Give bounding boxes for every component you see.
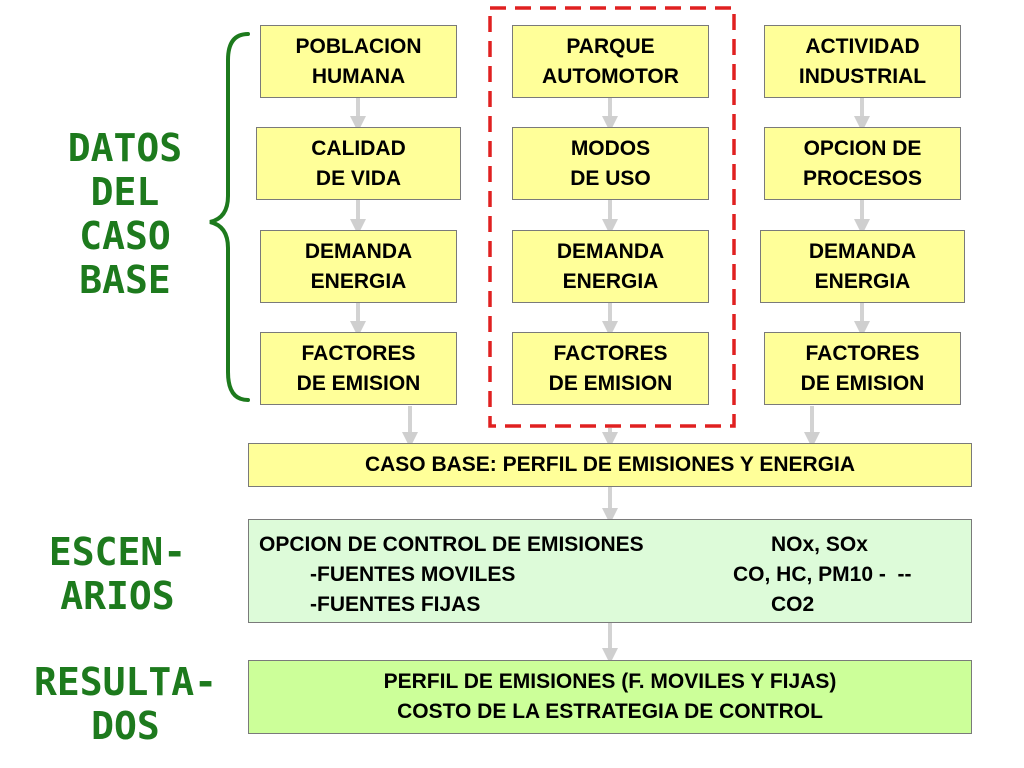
- control-pollutants-1: NOx, SOx: [771, 533, 868, 556]
- label-escenarios: ESCEN- ARIOS: [48, 530, 187, 618]
- control-pollutants-3: CO2: [771, 593, 815, 616]
- highlight-frame: [488, 6, 736, 428]
- label-resultados: RESULTA- DOS: [33, 660, 218, 748]
- label-datos-caso-base: DATOS DEL CASO BASE: [67, 126, 183, 302]
- control-pollutants-2: CO, HC, PM10 - --: [733, 563, 912, 586]
- box-resultado: PERFIL DE EMISIONES (F. MOVILES Y FIJAS)…: [248, 660, 972, 734]
- control-item-moviles: -FUENTES MOVILES: [310, 563, 516, 586]
- control-item-fijas: -FUENTES FIJAS: [310, 593, 481, 616]
- box-opcion-control: OPCION DE CONTROL DE EMISIONES NOx, SOx …: [248, 519, 972, 623]
- brace: [209, 32, 250, 402]
- box-caso-base: CASO BASE: PERFIL DE EMISIONES Y ENERGIA: [248, 443, 972, 487]
- control-title: OPCION DE CONTROL DE EMISIONES: [259, 533, 644, 556]
